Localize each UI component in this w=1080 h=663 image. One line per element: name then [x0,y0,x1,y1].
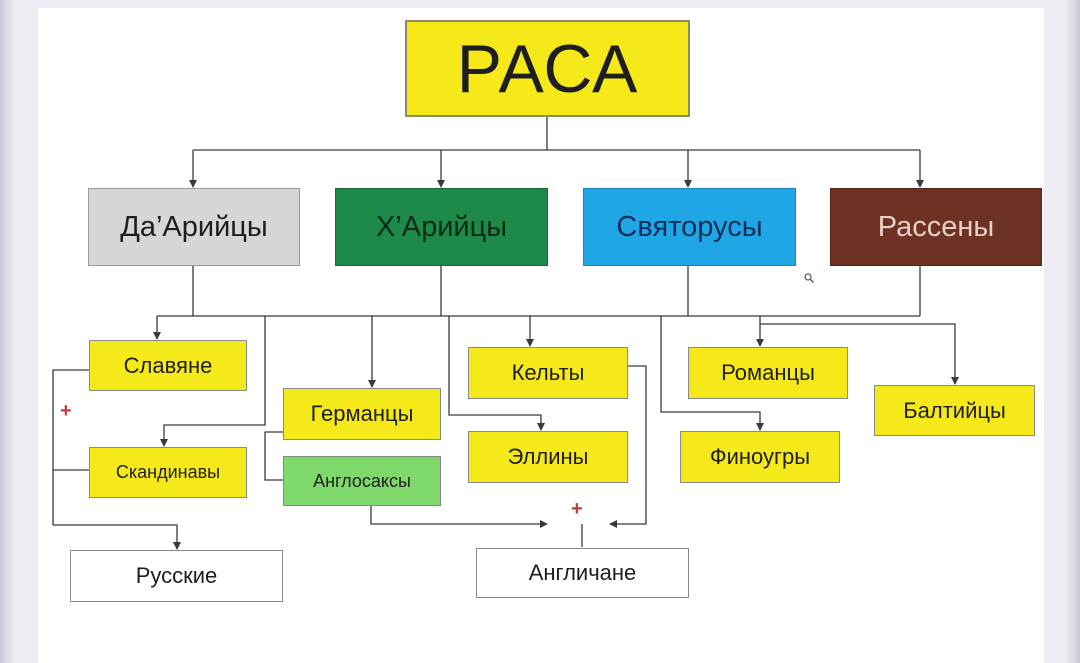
plus-sign-russkie: + [60,400,72,422]
node-slavyane: Славяне [89,340,247,391]
arrow-skandinavy [160,316,266,447]
node-rasseny: Рассены [830,188,1042,266]
arrow-baltiytsy [760,323,959,385]
node-russkie: Русские [70,550,283,602]
node-svyatorusy: Святорусы [583,188,796,266]
node-germantsy: Германцы [283,388,441,440]
node-romantsy: Романцы [688,347,848,399]
node-da-ariytsy: Да’Арийцы [88,188,300,266]
plus-sign-anglichane: + [571,498,583,520]
node-kelty: Кельты [468,347,628,399]
connector-slavyane-left [52,369,89,525]
node-skandinavy: Скандинавы [89,447,247,498]
node-h-ariytsy: Х’Арийцы [335,188,548,266]
node-rasa: РАСА [405,20,690,117]
arrow-elliny [448,316,545,431]
arrow-kelty-to-anglichane [609,365,647,528]
node-anglichane: Англичане [476,548,689,598]
arrow-finougry [660,316,764,431]
node-anglosaksy: Англосаксы [283,456,441,506]
arrow-anglosaksy-to-anglichane [370,505,548,528]
node-baltiytsy: Балтийцы [874,385,1035,436]
node-finougry: Финоугры [680,431,840,483]
arrow-russkie [53,524,181,550]
node-elliny: Эллины [468,431,628,483]
magnifier-icon [804,273,814,283]
connector-germantsy-bracket [264,431,283,481]
